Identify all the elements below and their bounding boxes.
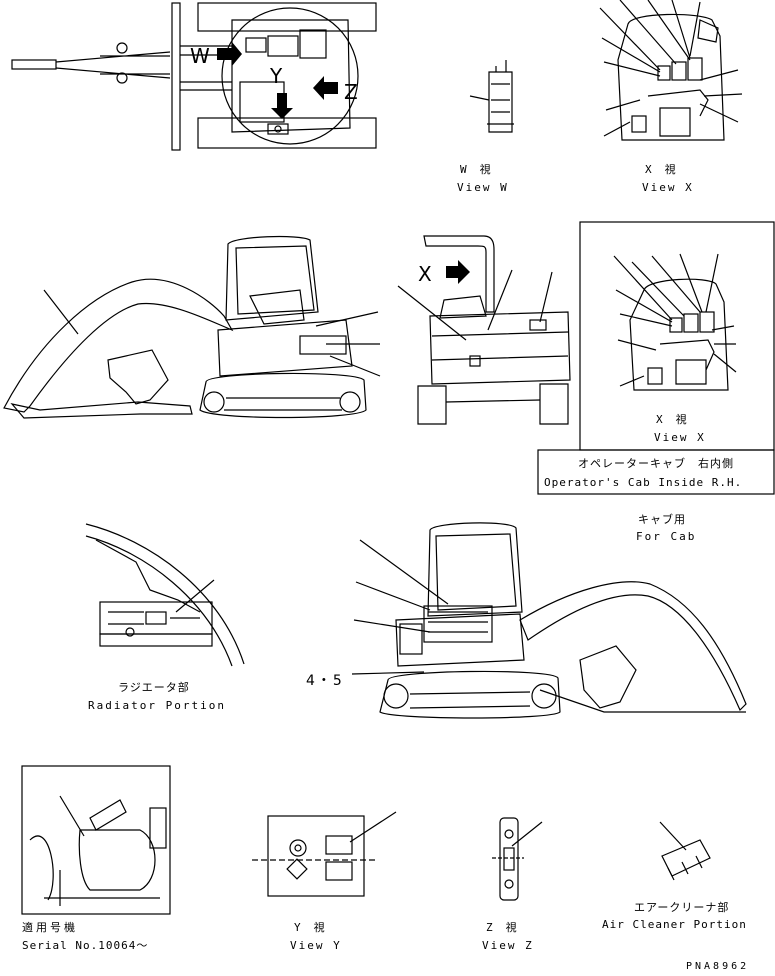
serial-box-drawing	[29, 795, 167, 906]
side-view-machine	[3, 235, 381, 419]
top-view-machine	[11, 2, 377, 151]
view-x-top-jp: X 視	[645, 163, 677, 176]
view-w-jp: W 視	[460, 163, 492, 176]
view-y-jp: Y 視	[294, 921, 326, 934]
label-z: Z	[344, 80, 358, 104]
view-w-en: View W	[457, 181, 509, 194]
view-x-top-drawing	[599, 0, 743, 141]
view-w-drawing	[469, 60, 514, 133]
label-x: X	[418, 262, 432, 286]
view-x-box-en: View X	[654, 431, 706, 444]
arrow-z-icon	[313, 76, 338, 100]
radiator-en: Radiator Portion	[88, 699, 226, 712]
serial-box	[21, 765, 171, 915]
label-y: Y	[270, 64, 283, 88]
view-y-en: View Y	[290, 939, 342, 952]
view-x-box-jp: X 視	[656, 413, 688, 426]
view-x-top-en: View X	[642, 181, 694, 194]
arrow-x-icon	[446, 260, 470, 284]
arrow-y-icon	[271, 93, 293, 119]
label-w: W	[190, 44, 210, 68]
operator-cab-jp: オペレーターキャブ 右内側	[578, 457, 734, 470]
view-z-en: View Z	[482, 939, 534, 952]
arrow-w-icon	[217, 42, 242, 66]
radiator-jp: ラジエータ部	[118, 681, 190, 694]
operator-cab-caption-box	[537, 449, 775, 495]
cab-side-view-machine	[351, 522, 747, 719]
air-cleaner-jp: エアークリーナ部	[634, 901, 730, 914]
view-y-drawing	[252, 811, 397, 897]
for-cab-en: For Cab	[636, 530, 697, 543]
air-cleaner-drawing	[659, 821, 711, 881]
rear-view-machine	[397, 235, 571, 425]
view-z-drawing	[492, 817, 543, 901]
for-cab-jp: キャブ用	[638, 513, 686, 526]
air-cleaner-en: Air Cleaner Portion	[602, 918, 747, 931]
callout-4-5: 4・5	[306, 673, 344, 689]
serial-jp: 適用号機	[22, 921, 78, 934]
drawing-code: PNA8962	[686, 961, 750, 972]
serial-en: Serial No.10064～	[22, 939, 149, 952]
view-x-box-drawing	[613, 253, 737, 391]
radiator-drawing	[85, 523, 245, 667]
operator-cab-en: Operator's Cab Inside R.H.	[544, 476, 743, 489]
view-z-jp: Z 視	[486, 921, 518, 934]
